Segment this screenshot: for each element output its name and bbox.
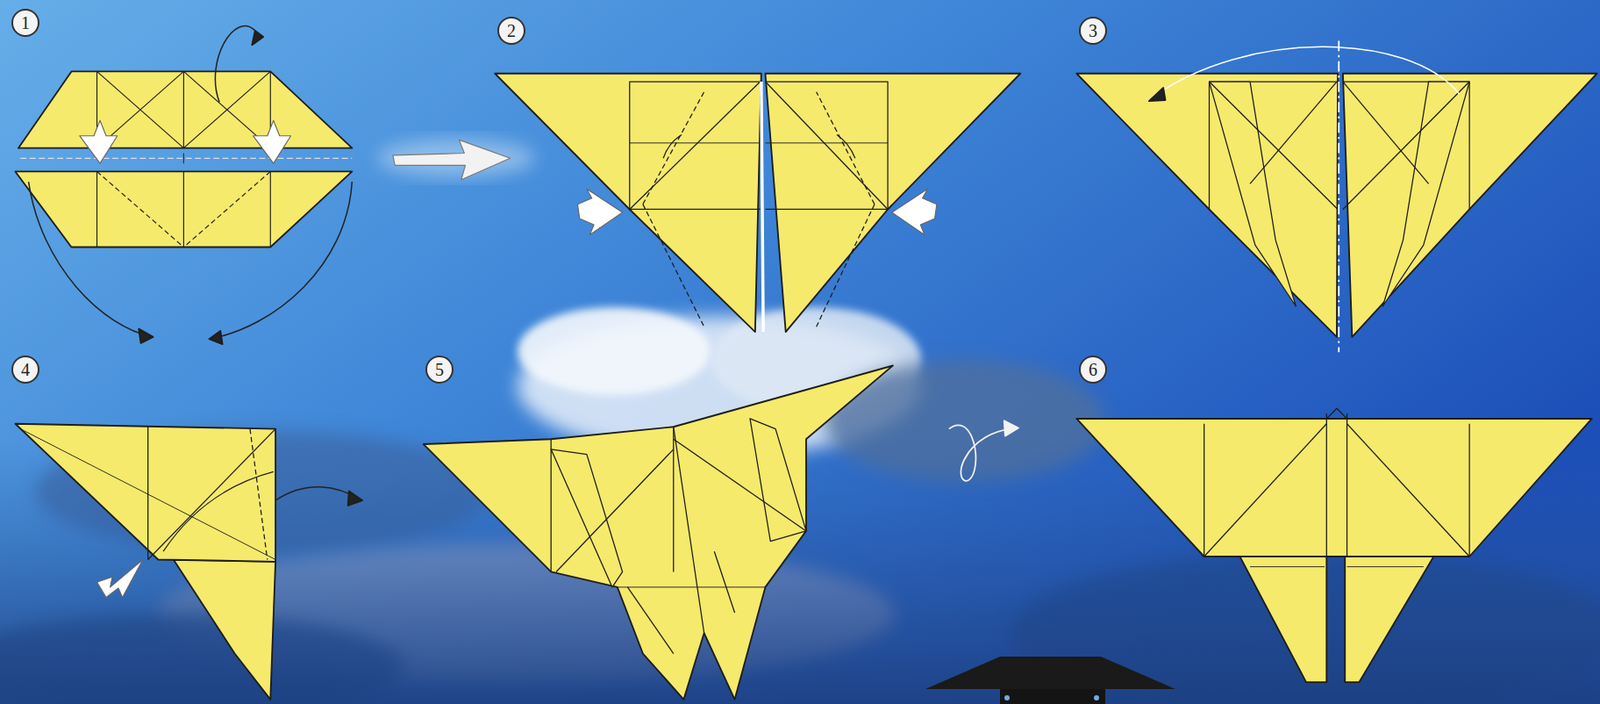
turn-over-symbol: [949, 420, 1019, 481]
step-5-figure: [423, 364, 893, 699]
step-number-circle: 6: [1078, 355, 1108, 384]
step-arrow: [392, 139, 511, 179]
step-6-figure: [1076, 407, 1592, 682]
step-number-circle: 2: [497, 16, 526, 45]
step-number: 2: [507, 21, 516, 40]
step-number-circle: 4: [11, 355, 40, 384]
step-number: 4: [21, 360, 30, 379]
step-number: 1: [21, 14, 30, 32]
step-2-figure: [494, 73, 1021, 332]
step-number: 5: [435, 360, 444, 379]
step-number-circle: 5: [425, 355, 454, 384]
step-number: 6: [1088, 360, 1098, 379]
step-1-figure: [14, 26, 352, 344]
gazebo-silhouette: [925, 656, 1176, 704]
step-number: 3: [1088, 21, 1098, 40]
step-4-figure: [14, 423, 363, 700]
step-3-figure: [1076, 41, 1597, 353]
step-number-circle: 3: [1078, 16, 1108, 45]
step-number-circle: 1: [11, 8, 40, 37]
